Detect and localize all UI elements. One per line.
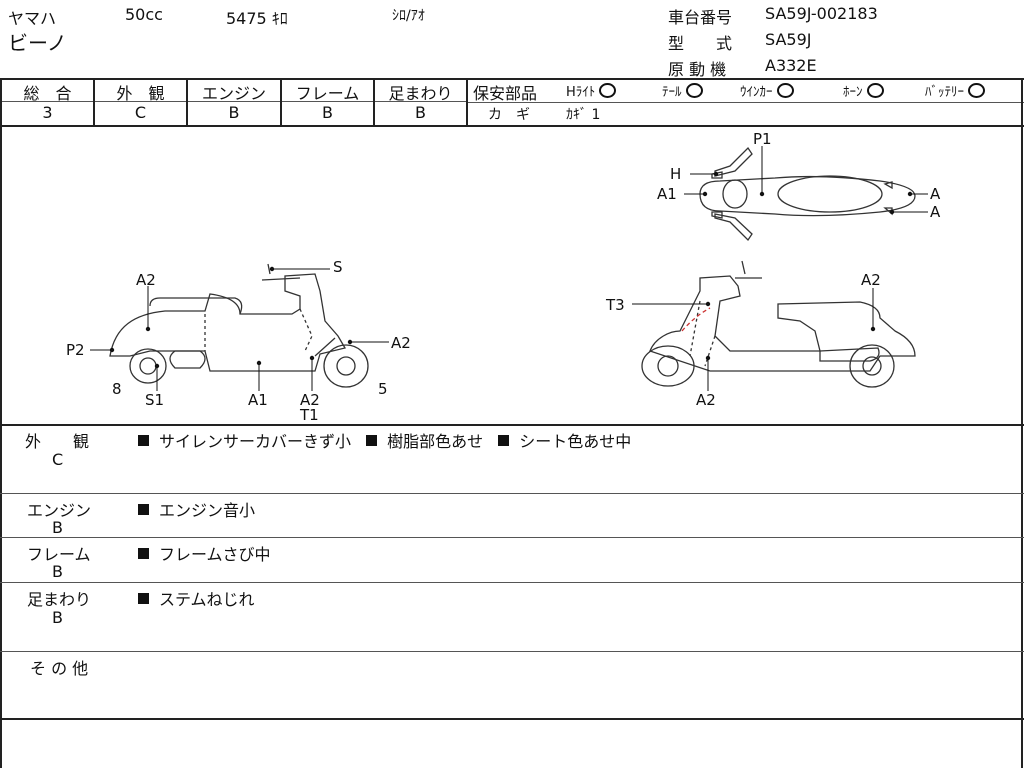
label-p2: P2 xyxy=(66,341,85,359)
divider xyxy=(186,78,188,125)
key-label: カ ギ xyxy=(488,107,530,123)
divider xyxy=(93,78,95,125)
remark-other-label: そ の 他 xyxy=(30,659,89,678)
label-a2-rear-right: A2 xyxy=(861,271,881,289)
safety-headlight: Hﾗｲﾄ xyxy=(566,81,617,100)
remark-frame-label: フレーム xyxy=(27,545,91,564)
label-p1: P1 xyxy=(753,130,772,148)
label-a-right-1: A xyxy=(930,185,941,203)
remark-suspension-items: ステムねじれ xyxy=(138,586,255,610)
remark-engine-label: エンジン xyxy=(27,501,92,520)
bullet-square-icon xyxy=(138,593,149,604)
displacement: 50cc xyxy=(125,5,163,24)
engine-grade: B xyxy=(228,103,240,122)
engine-label: 原 動 機 xyxy=(668,60,727,79)
label-t3: T3 xyxy=(605,296,625,314)
divider xyxy=(0,718,1024,720)
remark-frame-items: フレームさび中 xyxy=(138,541,271,565)
label-a2-bottom: A2 xyxy=(300,391,320,409)
divider xyxy=(0,651,1024,652)
safety-tail: ﾃｰﾙ xyxy=(662,81,703,100)
label-s1: S1 xyxy=(145,391,164,409)
type-value: SA59J xyxy=(765,30,812,49)
body-color: ｼﾛ/ｱｵ xyxy=(392,8,425,24)
bullet-square-icon xyxy=(138,435,149,446)
frame-grade-label: フレーム xyxy=(295,84,360,103)
remark-frame-grade: B xyxy=(52,562,63,581)
engine-value: A332E xyxy=(765,56,817,75)
frame-no-label: 車台番号 xyxy=(668,8,733,27)
maker: ヤマハ xyxy=(8,9,57,28)
label-a2-right-bottom: A2 xyxy=(696,391,716,409)
label-a2-left: A2 xyxy=(136,271,156,289)
label-t1: T1 xyxy=(299,406,319,424)
label-s: S xyxy=(333,258,343,276)
divider xyxy=(0,582,1024,583)
divider xyxy=(0,101,466,102)
label-8: 8 xyxy=(112,380,122,398)
label-h: H xyxy=(670,165,681,183)
divider xyxy=(0,78,1024,80)
frame-no: SA59J-002183 xyxy=(765,4,878,23)
divider xyxy=(373,78,375,125)
mileage: 5475 ｷﾛ xyxy=(226,9,288,28)
model-name: ビーノ xyxy=(8,31,67,55)
divider xyxy=(0,537,1024,538)
ok-circle-icon xyxy=(685,83,703,98)
divider xyxy=(0,493,1024,494)
scooter-left-side xyxy=(109,263,369,388)
remark-suspension-grade: B xyxy=(52,608,63,627)
ok-circle-icon xyxy=(866,83,884,98)
scooter-right-side xyxy=(641,260,916,388)
bullet-square-icon xyxy=(366,435,378,446)
label-5: 5 xyxy=(378,380,388,398)
divider xyxy=(280,78,282,125)
remark-engine-grade: B xyxy=(52,518,63,537)
remark-engine-items: エンジン音小 xyxy=(138,497,255,521)
suspension-grade-label: 足まわり xyxy=(388,84,453,103)
label-a1-top: A1 xyxy=(657,185,677,203)
type-label: 型 式 xyxy=(668,34,733,53)
divider xyxy=(466,102,1024,103)
scooter-top-view xyxy=(699,146,916,242)
remark-exterior-items: サイレンサーカバーきず小 樹脂部色あせ シート色あせ中 xyxy=(138,428,631,452)
exterior-label: 外 観 xyxy=(116,84,165,103)
ok-circle-icon xyxy=(776,83,794,98)
suspension-grade: B xyxy=(415,103,426,122)
safety-horn: ﾎｰﾝ xyxy=(843,81,884,100)
ok-circle-icon xyxy=(599,83,617,98)
label-a-right-2: A xyxy=(930,203,941,221)
divider xyxy=(0,78,2,768)
divider xyxy=(0,125,1024,127)
overall-label: 総 合 xyxy=(23,84,72,103)
safety-label: 保安部品 xyxy=(473,84,538,103)
key-value: ｶｷﾞ 1 xyxy=(566,107,601,123)
label-a1-bottom: A1 xyxy=(248,391,268,409)
bullet-square-icon xyxy=(138,504,149,515)
frame-grade: B xyxy=(322,103,333,122)
safety-winker: ｳｲﾝｶｰ xyxy=(740,81,794,100)
remark-exterior-grade: C xyxy=(52,450,64,469)
remark-exterior-label: 外 観 xyxy=(25,432,90,451)
bullet-square-icon xyxy=(498,435,510,446)
engine-grade-label: エンジン xyxy=(201,84,266,103)
divider xyxy=(0,424,1024,426)
exterior-grade: C xyxy=(134,103,147,122)
divider xyxy=(466,78,468,125)
bullet-square-icon xyxy=(138,548,149,559)
divider xyxy=(1021,78,1023,768)
damage-diagram: P1 H A1 A A S A2 P2 A2 8 S1 A1 A2 T1 5 T… xyxy=(66,130,941,424)
label-a2-front: A2 xyxy=(391,334,411,352)
safety-battery: ﾊﾞｯﾃﾘｰ xyxy=(925,81,985,100)
ok-circle-icon xyxy=(968,83,985,98)
overall-grade: 3 xyxy=(42,103,53,122)
remark-suspension-label: 足まわり xyxy=(27,590,92,609)
